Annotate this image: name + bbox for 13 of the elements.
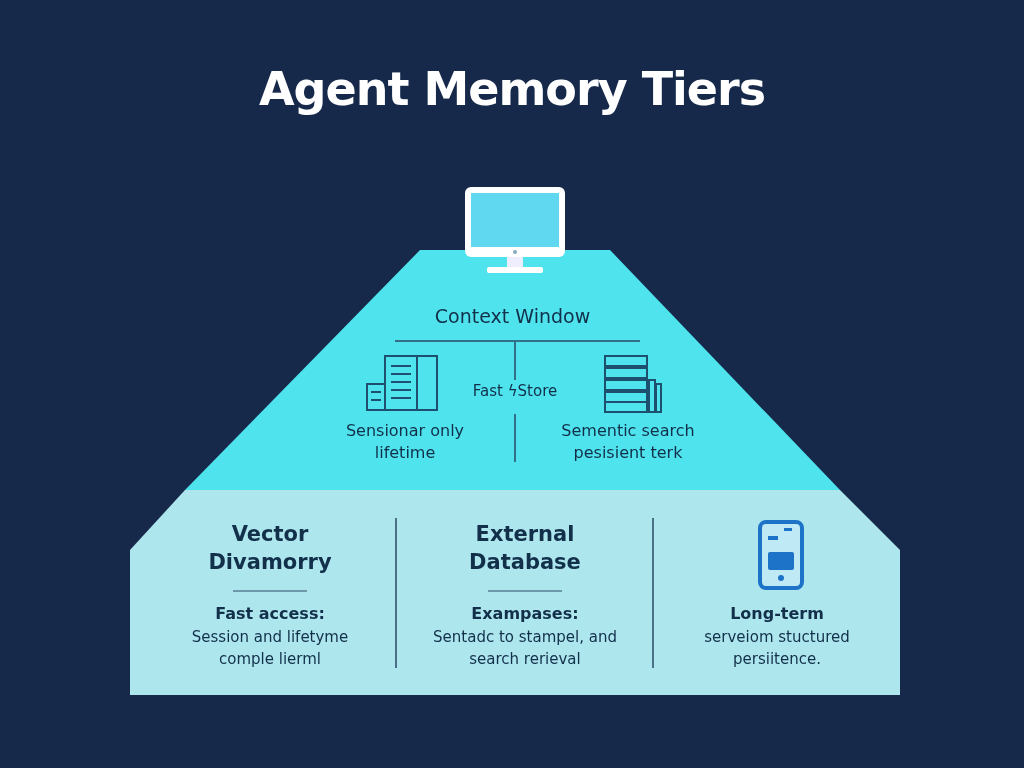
subheading: Exampases: — [470, 604, 580, 623]
tier-heading: Vector Divamorry — [207, 521, 333, 576]
subheading: Long-term — [729, 604, 825, 623]
tier-description: Sensionar only lifetime — [344, 420, 466, 464]
subheading: Fast access: — [214, 604, 326, 623]
tier-description: serveiom stuctured persiitence. — [703, 627, 851, 670]
tier-description: Session and lifetyme comple lierml — [190, 627, 350, 670]
tier-heading: Context Window — [433, 305, 592, 327]
tier-description: Sementic search pesisient terk — [560, 420, 696, 464]
tier-description: Sentadc to stampel, and search rerieval — [432, 627, 618, 670]
center-label: Fast ϟStore — [471, 381, 559, 402]
title: Agent Memory Tiers — [257, 62, 767, 116]
tier-heading: External Database — [468, 521, 582, 576]
